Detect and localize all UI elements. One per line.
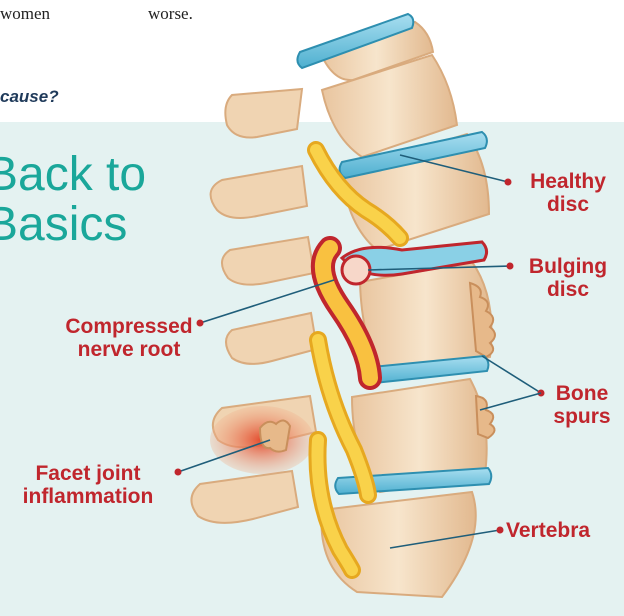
label-vertebra: Vertebra: [506, 519, 590, 542]
label-facet-line2: inflammation: [0, 485, 176, 508]
label-bone-spurs-line2: spurs: [540, 405, 624, 428]
label-facet-line1: Facet joint: [0, 462, 176, 485]
label-bulging-disc-line2: disc: [512, 278, 624, 301]
bulge-point: [342, 256, 370, 284]
label-compressed-line2: nerve root: [58, 338, 200, 361]
label-bone-spurs-line1: Bone: [540, 382, 624, 405]
label-bone-spurs: Bone spurs: [540, 382, 624, 428]
label-healthy-disc-line2: disc: [512, 193, 624, 216]
label-compressed-line1: Compressed: [58, 315, 200, 338]
label-bulging-disc-line1: Bulging: [512, 255, 624, 278]
label-healthy-disc-line1: Healthy: [512, 170, 624, 193]
label-healthy-disc: Healthy disc: [512, 170, 624, 216]
label-bulging-disc: Bulging disc: [512, 255, 624, 301]
label-compressed-nerve-root: Compressed nerve root: [58, 315, 200, 361]
label-facet-joint-inflammation: Facet joint inflammation: [0, 462, 176, 508]
